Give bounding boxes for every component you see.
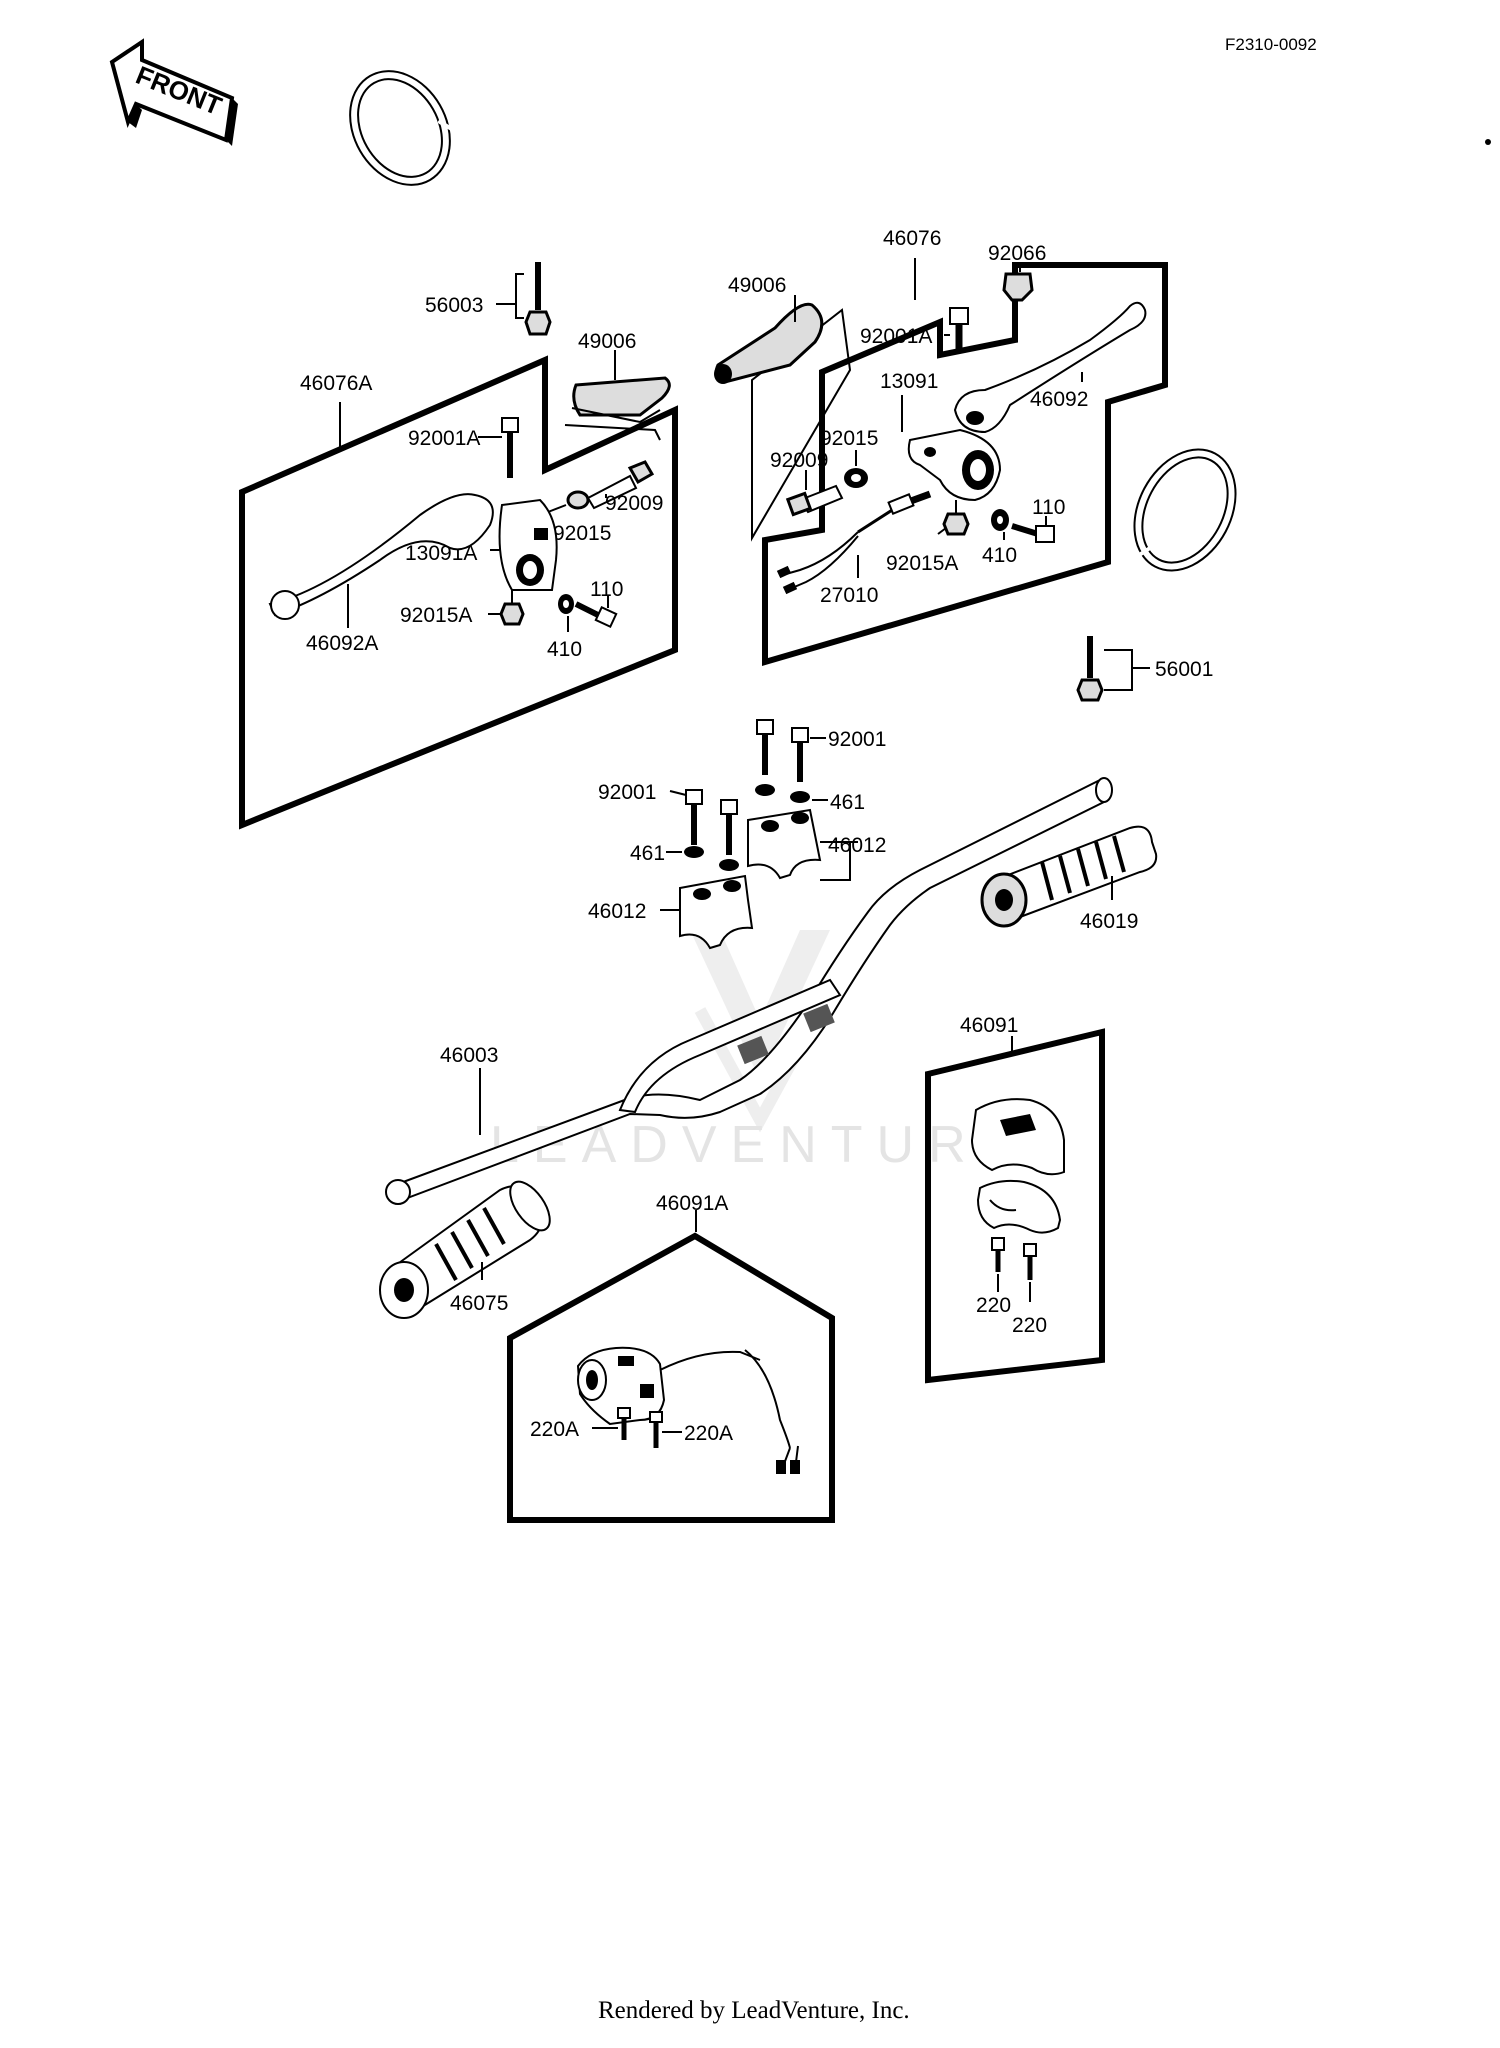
lever-assy-right-outline: [762, 262, 1168, 666]
housing-right-drawing: [970, 1098, 1065, 1280]
label-adjuster-left: 92009: [605, 492, 663, 515]
label-mirror-right: 56001: [1155, 658, 1213, 681]
label-washer-461-left: 461: [630, 842, 665, 865]
label-switch-27010: 27010: [820, 584, 878, 607]
housing-right-outline: [925, 1028, 1105, 1384]
edge-mark: [1485, 139, 1491, 145]
label-grip-left: 46075: [450, 1292, 508, 1315]
label-lever-right: 46092: [1030, 388, 1088, 411]
footer-credit: Rendered by LeadVenture, Inc.: [598, 1997, 910, 2024]
label-holder-right: 13091: [880, 370, 938, 393]
label-adjuster-right: 92009: [770, 449, 828, 472]
clamp-right-drawing: [747, 808, 822, 880]
label-screw-220a-1: 220A: [530, 1418, 579, 1441]
label-housing-right: 46091: [960, 1014, 1018, 1037]
diagram-code: F2310-0092: [1225, 35, 1317, 54]
nut-92015a-left-drawing: [499, 602, 525, 626]
label-bolt-110-left: 110: [590, 578, 623, 601]
label-lever-cover-left: 49006: [578, 330, 636, 353]
nut-92015a-right-drawing: [942, 512, 970, 536]
lever-cover-left-drawing: [564, 376, 671, 441]
grip-right-drawing: [980, 825, 1158, 928]
nut-92015-right-drawing: [844, 468, 868, 488]
lever-right-drawing: [953, 301, 1147, 434]
label-bolt-92001-left: 92001: [598, 781, 656, 804]
label-screw-220-1: 220: [976, 1294, 1011, 1317]
label-lever-left: 46092A: [306, 632, 378, 655]
label-cap-92066: 92066: [988, 242, 1046, 265]
lever-cover-right-drawing: [714, 302, 824, 384]
label-nut-92015a-left: 92015A: [400, 604, 472, 627]
label-screw-220-2: 220: [1012, 1314, 1047, 1337]
lever-left-drawing: [268, 493, 494, 620]
lever-assy-left-outline: [239, 355, 678, 830]
holder-right-drawing: [907, 428, 1002, 502]
label-lever-cover-right: 49006: [728, 274, 786, 297]
bolt-92001a-right-drawing: [949, 307, 969, 352]
label-washer-461-right: 461: [830, 791, 865, 814]
label-lever-assy-right: 46076: [883, 227, 941, 250]
label-switch-left: 46091A: [656, 1192, 728, 1215]
switch-left-drawing: [576, 1346, 800, 1474]
label-bolt-92001-right: 92001: [828, 728, 886, 751]
label-handlebar: 46003: [440, 1044, 498, 1067]
label-bolt-110-right: 110: [1032, 496, 1065, 519]
mirror-left-drawing: [349, 70, 552, 336]
label-nut-92015-left: 92015: [553, 522, 611, 545]
switch-27010-drawing: [776, 490, 932, 595]
clamp-left-drawing: [679, 874, 754, 950]
clamp-bolts-drawing: [684, 719, 810, 871]
bolt-92001a-left-drawing: [501, 417, 519, 478]
label-screw-220a-2: 220A: [684, 1422, 733, 1445]
switch-left-outline: [507, 1232, 835, 1523]
adjuster-right-drawing: [785, 484, 844, 517]
adjuster-left-drawing: [566, 460, 655, 510]
label-washer-left: 410: [547, 638, 582, 661]
label-lever-assy-left: 46076A: [300, 372, 372, 395]
holder-left-drawing: [498, 498, 558, 591]
mirror-right-drawing: [1076, 448, 1237, 702]
handlebar-drawing: [385, 777, 1113, 1205]
label-nut-92015-right: 92015: [820, 427, 878, 450]
front-arrow-icon: [109, 38, 238, 146]
label-mirror-left: 56003: [425, 294, 483, 317]
label-clamp-left: 46012: [588, 900, 646, 923]
label-bolt-92001a-left: 92001A: [408, 427, 480, 450]
cap-92066-drawing: [1002, 272, 1034, 302]
washer-bolt-right-drawing: [991, 509, 1055, 543]
label-bolt-92001a-right: 92001A: [860, 325, 932, 348]
washer-bolt-left-drawing: [558, 594, 618, 629]
label-washer-right: 410: [982, 544, 1017, 567]
label-nut-92015a-right: 92015A: [886, 552, 958, 575]
label-clamp-right: 46012: [828, 834, 886, 857]
grip-left-drawing: [379, 1180, 551, 1319]
label-grip-right: 46019: [1080, 910, 1138, 933]
